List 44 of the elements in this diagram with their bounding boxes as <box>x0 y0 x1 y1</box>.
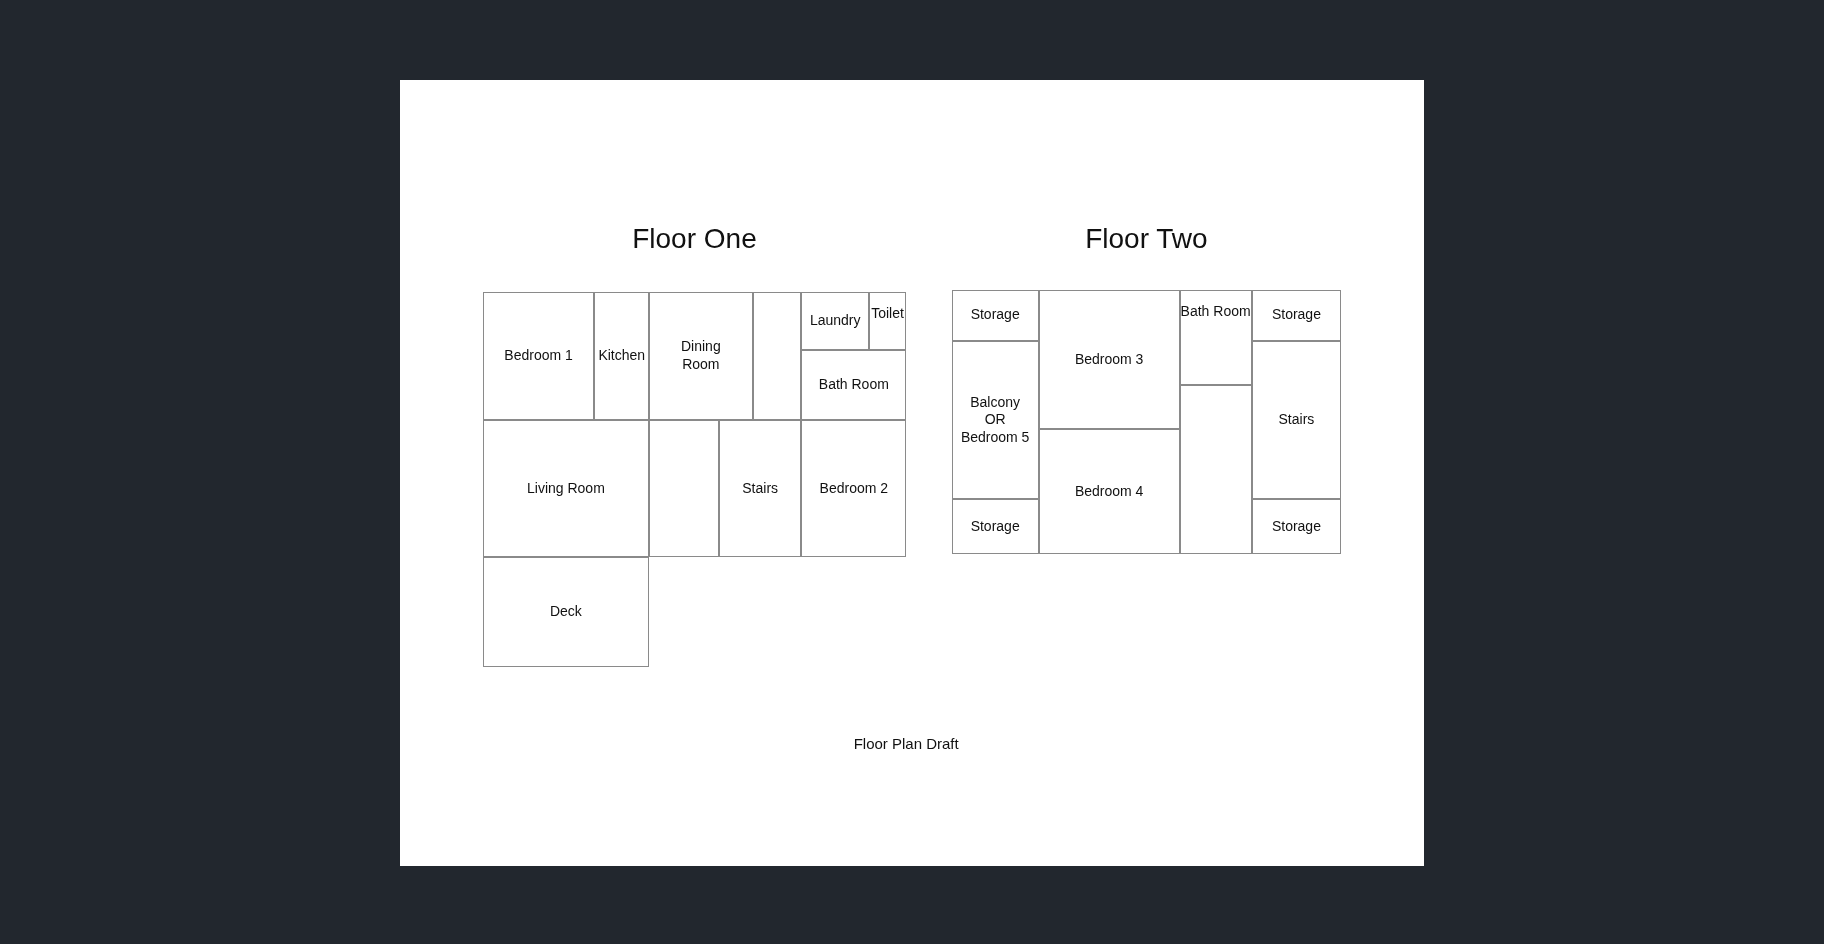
room-label: Living Room <box>527 479 605 498</box>
room-outline <box>594 291 650 420</box>
room-outline <box>482 419 650 558</box>
room-outline <box>951 499 1039 554</box>
room-outline <box>951 340 1039 500</box>
room-label: Bedroom 3 <box>1074 350 1144 369</box>
room-label: Deck <box>549 603 582 621</box>
room-outline <box>752 291 802 420</box>
room-label: Kitchen <box>598 347 646 365</box>
room-outline <box>801 350 907 420</box>
room-outline <box>1038 289 1180 430</box>
room-label: Laundry <box>809 312 861 330</box>
room-outline <box>801 291 869 351</box>
room-label: Balcony OR Bedroom 5 <box>960 393 1031 447</box>
room-outline <box>482 557 650 667</box>
room-label: Stairs <box>742 479 779 498</box>
room-outline <box>718 419 802 558</box>
room-label: Bath Room <box>1180 302 1251 321</box>
room-outline <box>1251 289 1342 341</box>
room-outline <box>951 289 1039 341</box>
room-outline <box>1251 499 1342 554</box>
caption: Floor Plan Draft <box>853 735 959 753</box>
room-label: Bedroom 1 <box>504 347 573 365</box>
room-label: Bedroom 4 <box>1074 482 1144 501</box>
room-outline <box>649 291 753 420</box>
room-outline <box>1038 429 1180 554</box>
floor-heading: Floor One <box>631 223 758 256</box>
room-outline <box>1179 385 1252 554</box>
room-label: Bedroom 2 <box>819 479 889 498</box>
room-label: Bath Room <box>818 376 889 394</box>
room-label: Storage <box>970 517 1020 536</box>
room-outline <box>1179 289 1252 385</box>
floor-heading: Floor Two <box>1084 223 1209 256</box>
room-outline <box>801 419 907 558</box>
room-outline <box>482 291 595 420</box>
room-label: Storage <box>1271 517 1321 536</box>
room-outline <box>649 419 719 558</box>
room-outline <box>868 291 907 351</box>
room-label: Dining Room <box>680 338 722 374</box>
room-label: Storage <box>970 306 1020 324</box>
room-label: Toilet <box>871 304 904 323</box>
room-label: Stairs <box>1278 411 1315 429</box>
room-outline <box>1251 340 1342 500</box>
room-label: Storage <box>1271 306 1321 324</box>
